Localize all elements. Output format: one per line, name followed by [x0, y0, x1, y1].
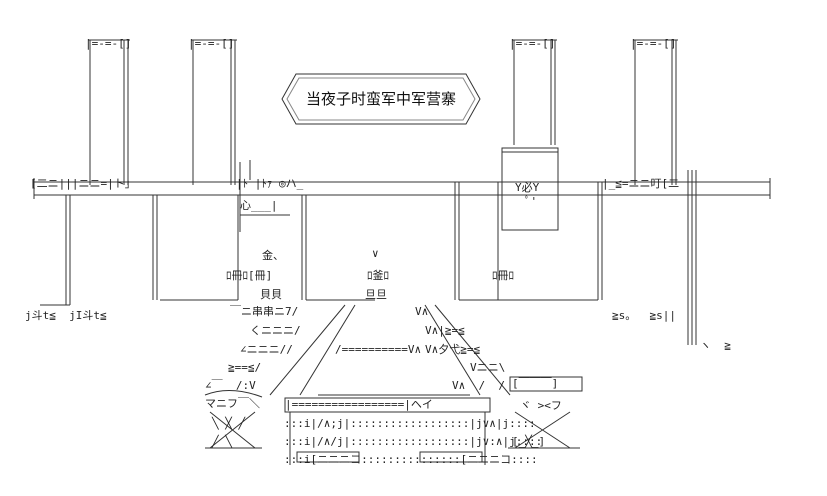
right-figure [508, 376, 583, 449]
right-ground-text: ≧s。 ≧s|| [612, 309, 676, 322]
right-steps-1: V∧ [415, 305, 429, 318]
gold-text: 金、 [262, 249, 284, 262]
center-obj-text: ﾛ釜ﾛ [367, 269, 389, 282]
left-steps-3: ∠ニニニ// [240, 343, 293, 356]
sign-text: 当夜子时蛮军中军营寨 [306, 90, 456, 108]
vase-banner [501, 147, 559, 231]
heart-text: 心___| [240, 199, 278, 212]
left-ground-text: j斗t≦ jI斗t≦ [25, 309, 107, 322]
right-steps-4: Vニニ\ [470, 361, 506, 374]
left-figure [204, 390, 263, 449]
center-top-mark: ∨ [372, 247, 379, 260]
left-steps-2: くニニニ/ [250, 324, 301, 337]
left-steps-1: ￣ニ串串ニ7/ [230, 305, 299, 318]
left-figure-bot: ╱ ╲ [212, 435, 232, 448]
pole-cap-2: |=-=-[] [188, 37, 235, 50]
pole-cap-4: |=-=-[] [630, 37, 677, 50]
left-steps-4: ≧==≦/ [228, 361, 262, 374]
table-row-2: :::i|/∧/j|::::::::::::::::::|j∨:∧|j:::: [284, 435, 543, 448]
center-line-text: /==========V∧ [335, 343, 422, 356]
pole-cap-3: |=-=-[] [509, 37, 556, 50]
center-base-text: 旦旦 [365, 288, 387, 301]
sign-border [281, 73, 481, 125]
pole-3 [512, 39, 557, 145]
pole-1 [88, 39, 130, 185]
left-wall-text: [二ニ|||ニニ=|ト」 [30, 177, 136, 190]
pole-cap-1: |=-=-[] [85, 37, 132, 50]
left-mid-text: |ﾄ |ﾄｧ ◎ハ_ [236, 177, 304, 190]
wall-posts [65, 170, 697, 345]
table-row-1: :::i|/∧;j|::::::::::::::::::|j∨∧|j:::: [284, 417, 536, 430]
right-book-text: ﾛ冊ﾛ [492, 269, 514, 282]
right-figure-mid: ヾ ><フ [520, 399, 562, 412]
stage-perspective [269, 304, 511, 396]
left-figure-mid: ╲ ╳ ╱ [212, 417, 246, 430]
right-figure-top: [￣￣￣] [512, 377, 559, 390]
right-ground-text-2: ヽ ≧ [700, 339, 731, 352]
altar-table [284, 397, 491, 465]
pole-2 [191, 39, 237, 185]
book-text: ﾛ冊ﾛ[冊] [226, 269, 273, 282]
right-steps-3: V∧夕弋≧=≦ [425, 343, 481, 356]
right-steps-5: V∧ / / [452, 379, 505, 392]
right-steps-2: V∧|≧=≦ [425, 324, 465, 337]
vase-mark: ﾟ' [525, 195, 538, 208]
left-figure-top: マニフ￣＼ [205, 397, 260, 410]
table-row-3: :::i[ニニニコ:::::::::::::::[ニニニコ:::: [284, 453, 538, 466]
right-wall-text: |_≦=ニニ叮[二 [602, 177, 680, 190]
right-figure-bot: [_╳_] [512, 435, 546, 448]
left-steps-5: ∠￣ /:V [205, 379, 256, 392]
lower-rail [40, 299, 598, 306]
shell-text: 貝貝 [260, 288, 282, 301]
pole-4 [633, 39, 678, 185]
table-top-text: |=================|ヘイ [285, 398, 433, 411]
vase-text: Y必Y [515, 181, 540, 194]
